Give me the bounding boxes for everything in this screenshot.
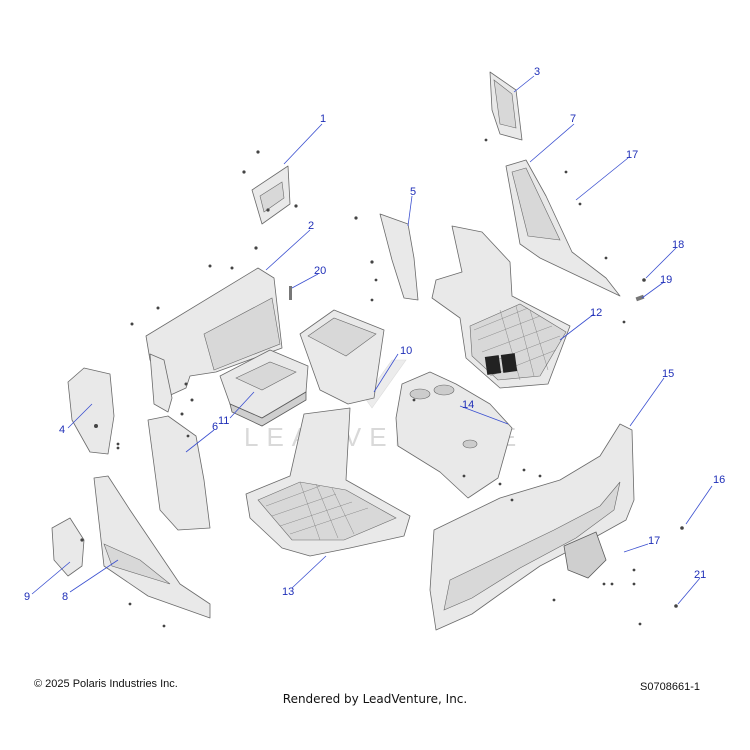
callout-1[interactable]: 1 [320, 113, 326, 125]
callout-13[interactable]: 13 [282, 586, 294, 598]
callout-7[interactable]: 7 [570, 113, 576, 125]
part-13-floor-tub[interactable] [245, 407, 411, 557]
part-1-bracket[interactable] [242, 150, 298, 225]
callout-10[interactable]: 10 [400, 345, 412, 357]
callout-15[interactable]: 15 [662, 368, 674, 380]
part-8-side-panel[interactable] [93, 446, 211, 628]
callout-5[interactable]: 5 [410, 186, 416, 198]
rendered-by-notice: Rendered by LeadVenture, Inc. [282, 692, 468, 706]
callout-8[interactable]: 8 [62, 591, 68, 603]
callout-9[interactable]: 9 [24, 591, 30, 603]
part-5-bracket[interactable] [354, 213, 419, 301]
callout-2[interactable]: 2 [308, 220, 314, 232]
callout-4[interactable]: 4 [59, 424, 65, 436]
callout-16[interactable]: 16 [713, 474, 725, 486]
part-21-fastener[interactable] [638, 604, 678, 626]
callout-18[interactable]: 18 [672, 239, 684, 251]
leader-lines [31, 75, 713, 605]
callout-14[interactable]: 14 [462, 399, 474, 411]
callout-6[interactable]: 6 [212, 421, 218, 433]
callout-12[interactable]: 12 [590, 307, 602, 319]
part-20-pin[interactable] [289, 286, 292, 300]
part-10-storage-bin[interactable] [299, 298, 385, 405]
part-16-fastener[interactable] [680, 526, 684, 530]
part-3-panel[interactable] [484, 71, 523, 142]
callout-20[interactable]: 20 [314, 265, 326, 277]
part-9-pad[interactable] [51, 517, 85, 577]
callout-17-lower[interactable]: 17 [648, 535, 660, 547]
part-4-panel[interactable] [67, 367, 115, 455]
callout-19[interactable]: 19 [660, 274, 672, 286]
callout-21[interactable]: 21 [694, 569, 706, 581]
copyright-notice: © 2025 Polaris Industries Inc. [34, 678, 178, 690]
callout-17-upper[interactable]: 17 [626, 149, 638, 161]
part-12-floor-tub[interactable] [431, 225, 571, 389]
part-19-fastener[interactable] [635, 294, 645, 302]
callouts: 1 2 3 4 5 6 7 8 9 10 11 12 13 14 15 16 1… [24, 66, 725, 603]
part-2-side-panel[interactable] [130, 246, 283, 416]
part-6-panel[interactable] [116, 415, 211, 531]
part-18-fastener[interactable] [642, 278, 646, 282]
part-15-firewall[interactable] [429, 423, 636, 631]
part-11-tray[interactable] [219, 349, 309, 427]
part-14-console[interactable] [395, 371, 513, 499]
callout-11[interactable]: 11 [218, 415, 229, 427]
part-7-side-panel[interactable] [505, 159, 626, 324]
callout-3[interactable]: 3 [534, 66, 540, 78]
diagram-id: S0708661-1 [640, 681, 700, 693]
